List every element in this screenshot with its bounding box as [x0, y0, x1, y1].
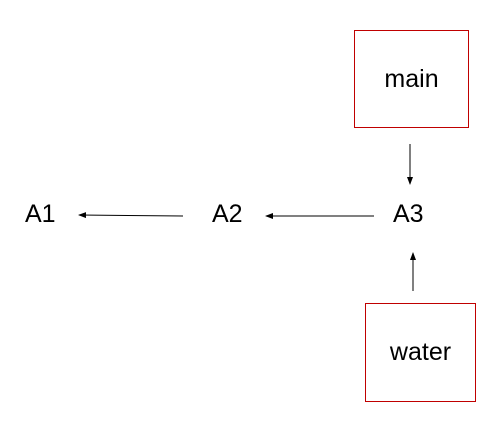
node-a2: A2: [212, 200, 243, 228]
branch-box-water: water: [365, 303, 476, 402]
edge-a2-to-a1: [78, 212, 184, 219]
branch-box-main: main: [354, 30, 469, 128]
branch-label-main: main: [384, 64, 439, 93]
branch-label-water: water: [389, 338, 452, 366]
node-a1: A1: [25, 200, 56, 228]
node-a3: A3: [393, 200, 424, 228]
